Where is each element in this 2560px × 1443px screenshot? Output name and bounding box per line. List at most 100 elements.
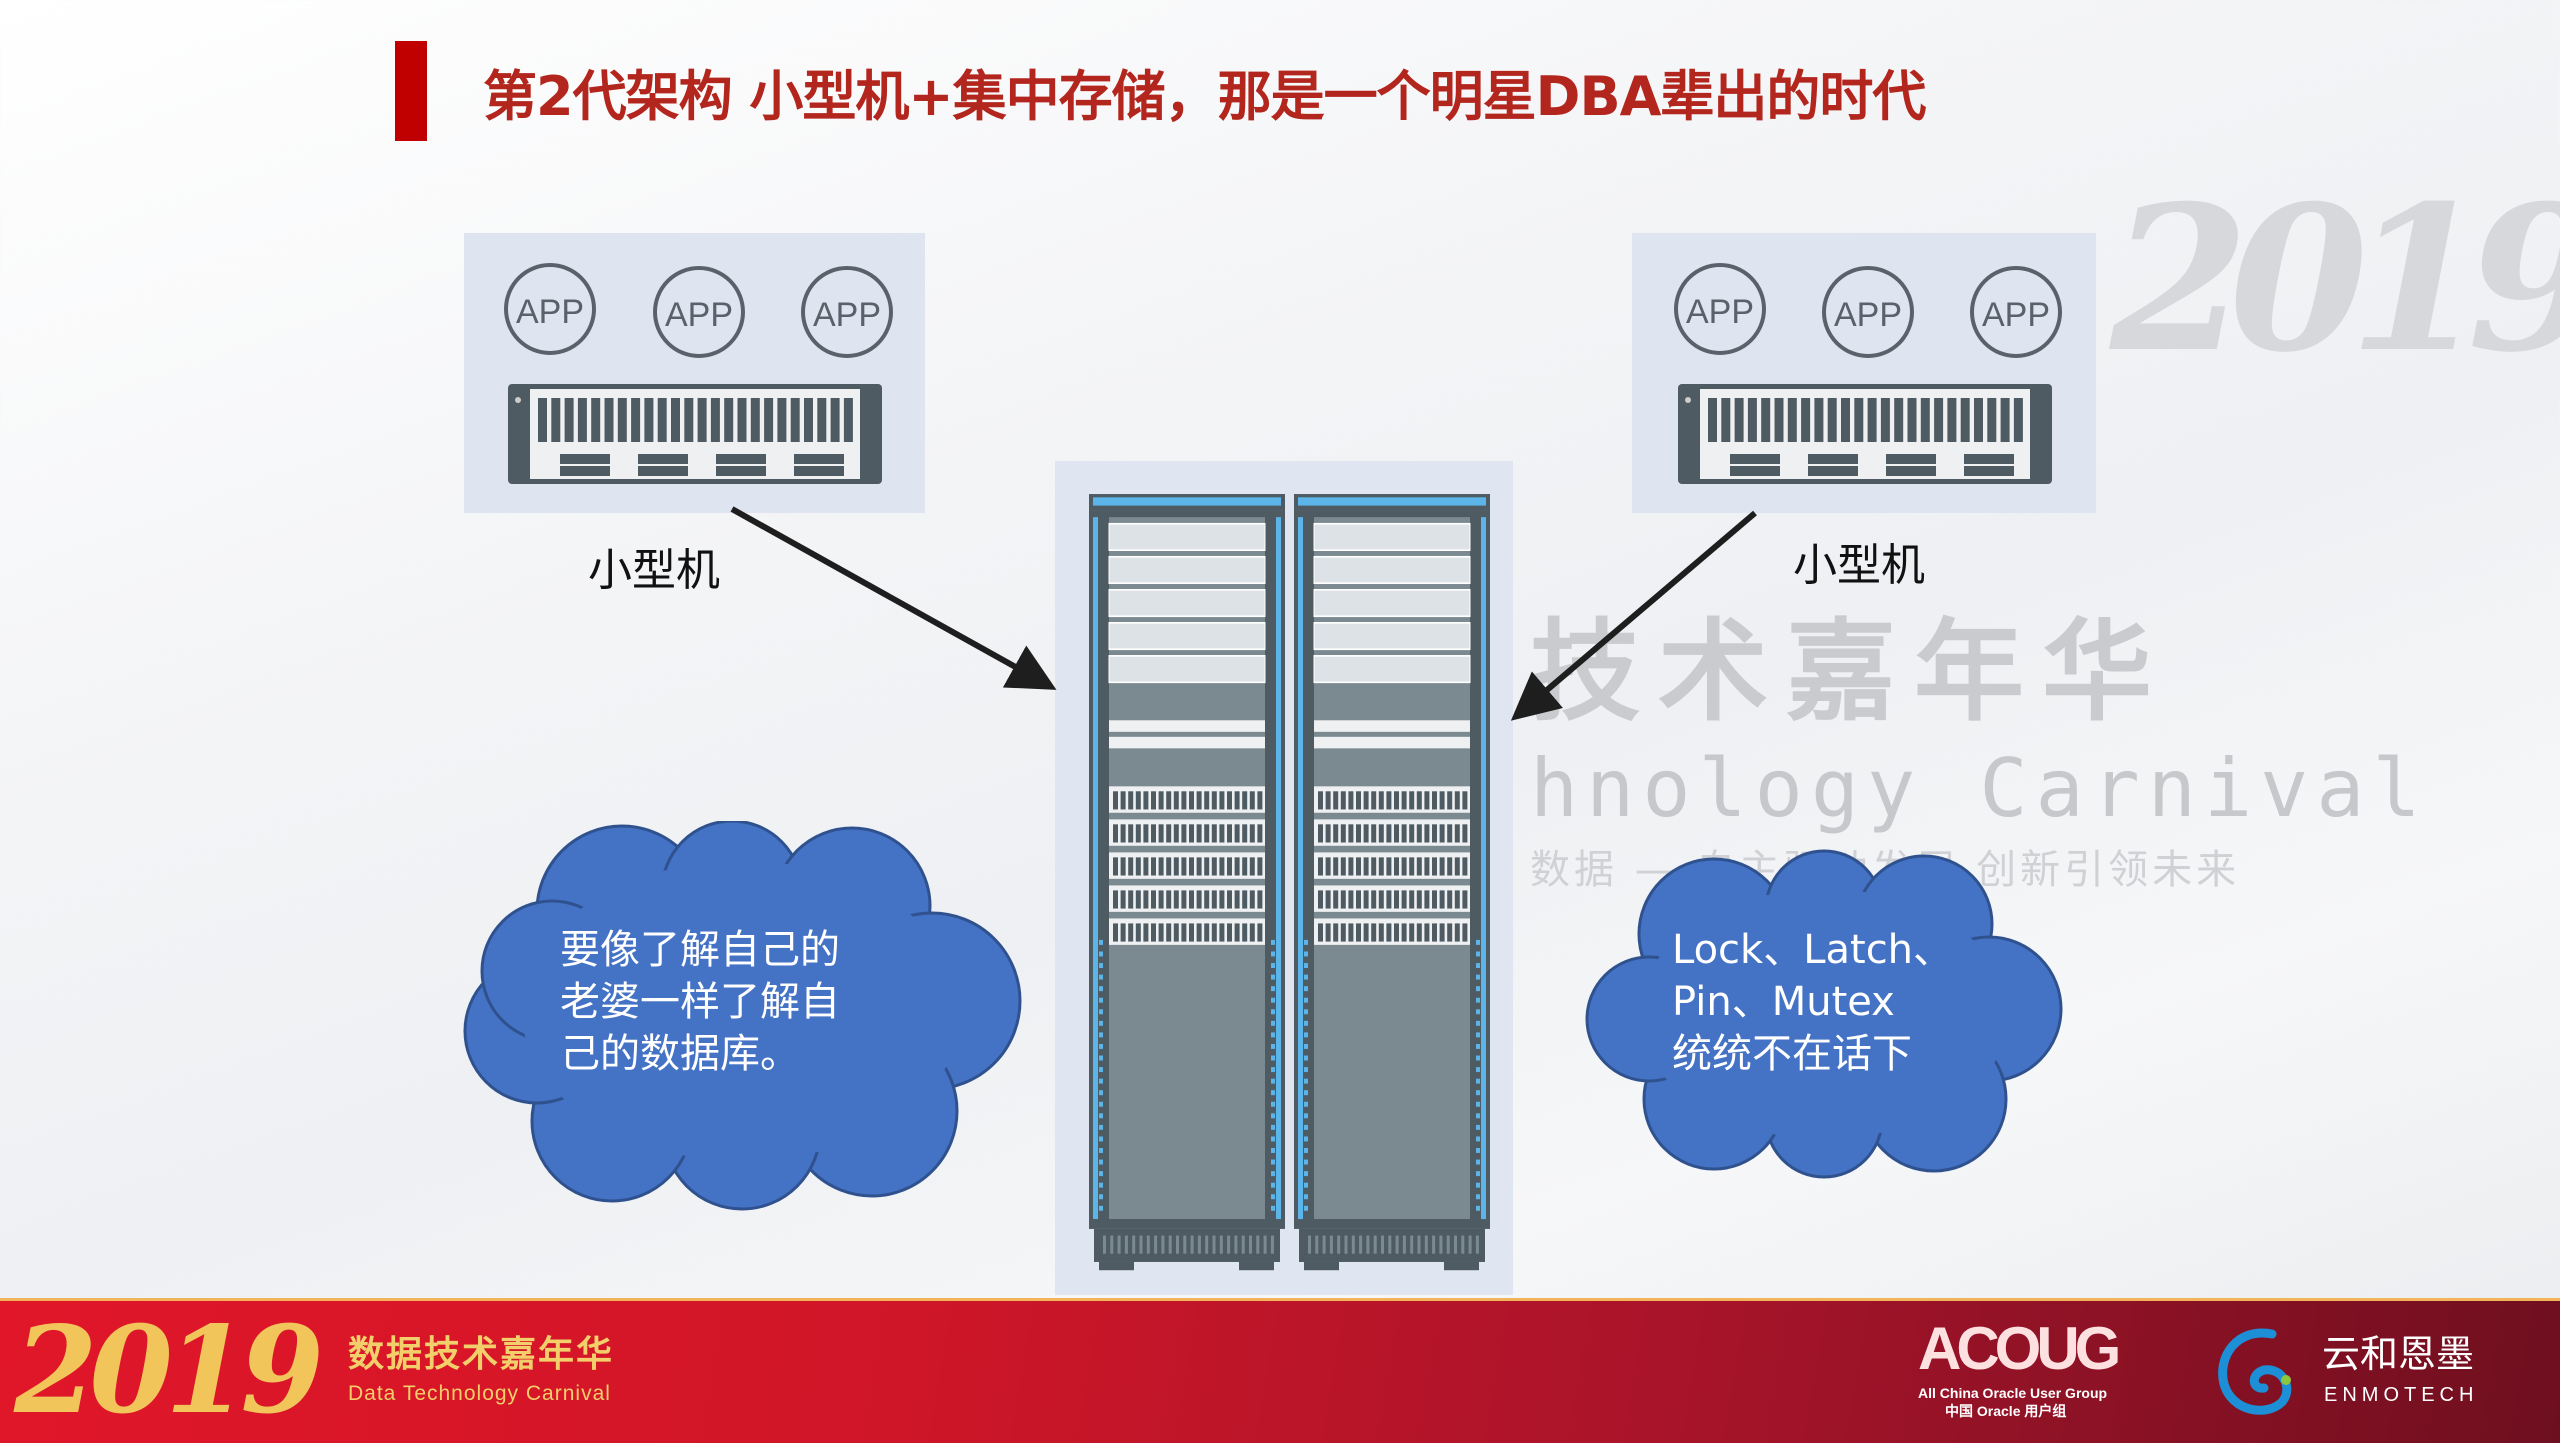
- disk: [1318, 791, 1323, 810]
- disk: [1158, 824, 1164, 843]
- app-icon: APP: [1970, 266, 2062, 358]
- disk: [1242, 923, 1248, 942]
- drive-bay: [843, 398, 853, 442]
- drive-bay: [1734, 398, 1744, 442]
- rail-hole: [1271, 1032, 1275, 1038]
- disk: [1363, 791, 1369, 810]
- disk: [1454, 791, 1460, 810]
- vent-slot: [1146, 1235, 1150, 1254]
- disk: [1333, 857, 1339, 876]
- rail-hole: [1099, 951, 1103, 957]
- disk: [1424, 857, 1430, 876]
- rail-hole: [1476, 1182, 1480, 1188]
- vent-slot: [1263, 1235, 1267, 1254]
- vent-slot: [1381, 1235, 1384, 1254]
- disk: [1189, 857, 1194, 876]
- disk: [1416, 791, 1422, 810]
- vent-slot: [1454, 1235, 1457, 1254]
- disk: [1371, 923, 1377, 942]
- rail-hole: [1099, 1020, 1103, 1026]
- disk: [1196, 923, 1202, 942]
- rail-hole: [1099, 986, 1103, 992]
- rack-rail: [1276, 517, 1281, 1220]
- rail-hole: [1476, 939, 1480, 945]
- drive-bay: [1761, 398, 1771, 442]
- rail-hole: [1271, 1067, 1275, 1073]
- rail-hole: [1271, 1113, 1275, 1119]
- disk: [1249, 857, 1255, 876]
- disk: [1340, 890, 1346, 909]
- disk: [1143, 923, 1149, 942]
- rack-foot: [1099, 1261, 1134, 1271]
- disk: [1371, 824, 1377, 843]
- disk: [1219, 791, 1225, 810]
- disk: [1462, 824, 1468, 843]
- disk: [1249, 923, 1255, 942]
- vent-slot: [1103, 1235, 1106, 1254]
- vent-slot: [1227, 1235, 1231, 1254]
- disk: [1135, 890, 1141, 909]
- disk: [1128, 791, 1134, 810]
- rail-hole: [1099, 1067, 1103, 1073]
- disk: [1242, 824, 1248, 843]
- vent-slot: [1117, 1235, 1121, 1254]
- right-machine-label: 小型机: [1793, 540, 1925, 591]
- disk: [1363, 890, 1369, 909]
- rail-hole: [1271, 974, 1275, 980]
- disk: [1394, 923, 1399, 942]
- disk: [1424, 824, 1430, 843]
- rail-hole: [1271, 1194, 1275, 1200]
- disk: [1189, 791, 1194, 810]
- disk: [1227, 890, 1232, 909]
- disk: [1158, 791, 1164, 810]
- disk: [1409, 824, 1415, 843]
- disk: [1181, 824, 1187, 843]
- drive-slot: [1730, 454, 1780, 464]
- rail-hole: [1271, 1090, 1275, 1096]
- disk: [1432, 857, 1437, 876]
- storage-shelf: [1108, 588, 1266, 618]
- rail-hole: [1304, 939, 1308, 945]
- vent-slot: [1322, 1235, 1326, 1254]
- rail-hole: [1271, 1171, 1275, 1177]
- disk: [1378, 791, 1384, 810]
- rail-hole: [1271, 1043, 1275, 1049]
- disk: [1211, 857, 1217, 876]
- disk: [1128, 824, 1134, 843]
- disk: [1204, 791, 1210, 810]
- left-cloud-text: 要像了解自己的 老婆一样了解自 己的数据库。: [560, 924, 840, 1080]
- disk: [1120, 923, 1126, 942]
- drive-slot: [794, 454, 844, 464]
- rail-hole: [1271, 1078, 1275, 1084]
- disk: [1219, 824, 1225, 843]
- rail-hole: [1476, 1055, 1480, 1061]
- disk: [1242, 890, 1248, 909]
- rack-foot: [1444, 1261, 1479, 1271]
- vent-slot: [1402, 1235, 1406, 1254]
- disk: [1158, 857, 1164, 876]
- disk: [1113, 923, 1118, 942]
- disk: [1409, 791, 1415, 810]
- drive-bay: [1747, 398, 1757, 442]
- rail-hole: [1476, 1020, 1480, 1026]
- rail-hole: [1304, 1101, 1308, 1107]
- rail-hole: [1271, 1009, 1275, 1015]
- server-icon: [1678, 384, 2052, 484]
- svg-text:APP: APP: [665, 296, 733, 334]
- drive-bay: [777, 398, 787, 442]
- disk: [1378, 923, 1384, 942]
- rail-hole: [1271, 986, 1275, 992]
- disk: [1447, 890, 1453, 909]
- disk: [1257, 791, 1263, 810]
- drive-bay: [684, 398, 694, 442]
- vent-slot: [1446, 1235, 1450, 1254]
- disk: [1204, 890, 1210, 909]
- arrows: [730, 506, 1757, 721]
- storage-shelf: [1313, 522, 1471, 552]
- drive-bay: [1867, 398, 1877, 442]
- rail-hole: [1304, 963, 1308, 969]
- storage-shelf: [1108, 555, 1266, 585]
- rail-hole: [1271, 1182, 1275, 1188]
- disk: [1135, 857, 1141, 876]
- disk: [1113, 857, 1118, 876]
